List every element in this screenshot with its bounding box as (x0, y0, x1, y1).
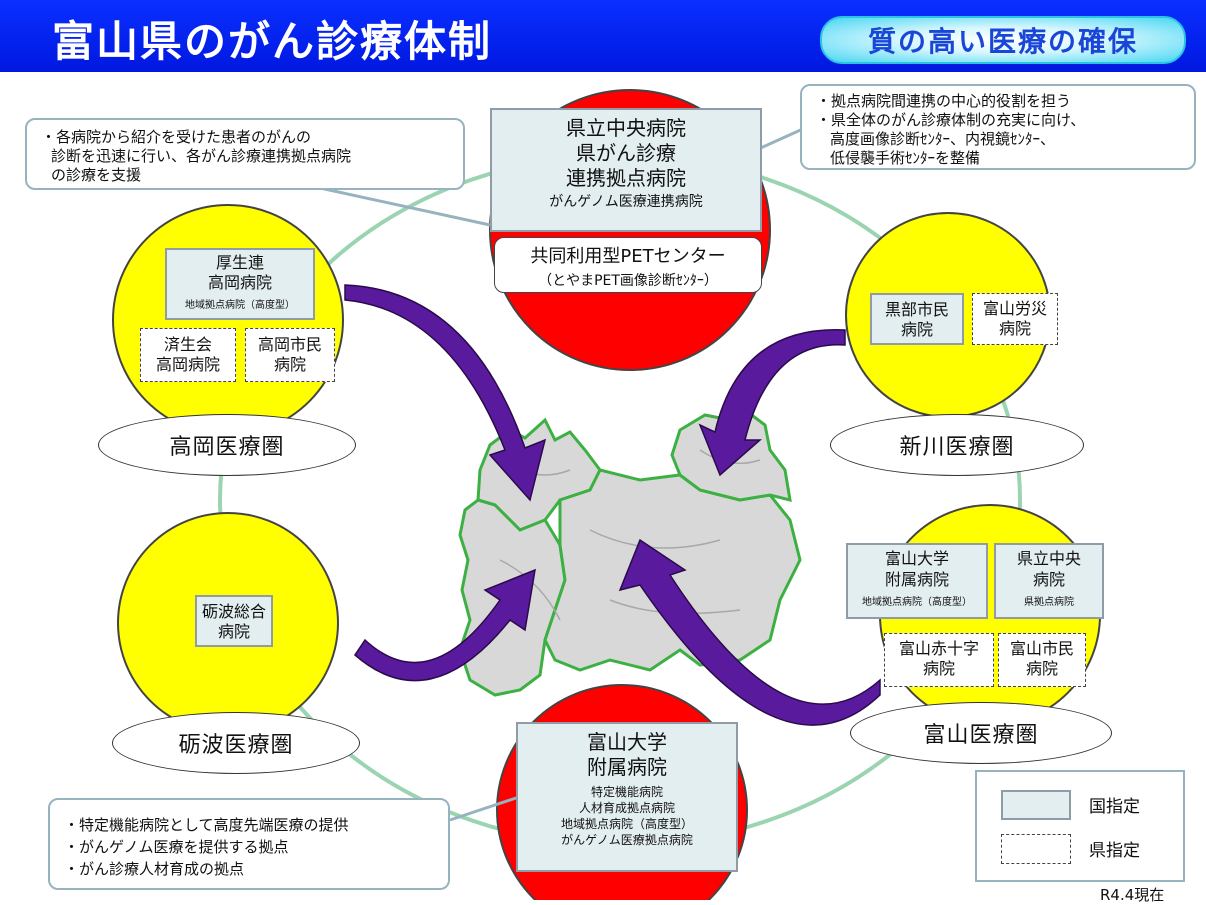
legend-national-label: 国指定 (1089, 797, 1140, 817)
pet-center-box: 共同利用型PETセンター （とやまPET画像診断ｾﾝﾀｰ） (494, 237, 762, 293)
hospital-line: 黒部市民 (884, 300, 949, 319)
callout-line: ・がん診療人材育成の拠点 (64, 860, 245, 878)
pet-center-sub: （とやまPET画像診断ｾﾝﾀｰ） (538, 273, 718, 289)
hospital-line: 病院 (922, 659, 955, 678)
hospital-line: 病院 (998, 319, 1031, 338)
takaoka-shimin-box: 高岡市民 病院 (245, 328, 335, 382)
callout-line: 診断を迅速に行い、各がん診療連携拠点病院 (51, 147, 352, 165)
hospital-line: 附属病院 (884, 570, 949, 589)
callout-univ-roles: ・特定機能病院として高度先端医療の提供 ・がんゲノム医療を提供する拠点 ・がん診… (48, 798, 450, 890)
hospital-designation: 地域拠点病院（高度型） (185, 300, 295, 311)
hospital-line: 病院 (273, 355, 306, 374)
hospital-line: 県立中央 (1016, 549, 1081, 568)
rousai-hospital-box: 富山労災 病院 (972, 293, 1058, 345)
date-footnote: R4.4現在 (1100, 886, 1165, 904)
tonami-area-label: 砺波医療圏 (112, 712, 360, 774)
callout-line: ・がんゲノム医療を提供する拠点 (64, 838, 289, 856)
hospital-line: 済生会 (163, 335, 212, 354)
prefectural-central-box: 県立中央 病院 県拠点病院 (994, 543, 1104, 619)
callout-line: ・特定機能病院として高度先端医療の提供 (64, 816, 349, 834)
hospital-line: 病院 (217, 622, 250, 641)
univ-hospital-name1: 富山大学 (587, 730, 667, 754)
univ-designation: 特定機能病院 (590, 785, 663, 799)
univ-designation: 地域拠点病院（高度型） (560, 817, 693, 831)
callout-line: 低侵襲手術ｾﾝﾀｰを整備 (830, 149, 981, 167)
center-hospital-name: 県立中央病院 (566, 116, 686, 140)
takaoka-area-label: 高岡医療圏 (98, 414, 356, 476)
hospital-line: 高岡病院 (155, 355, 220, 374)
takaoka-saiseikai-box: 済生会 高岡病院 (140, 328, 236, 382)
toyama-shimin-box: 富山市民 病院 (998, 633, 1086, 687)
hospital-line: 病院 (1025, 659, 1058, 678)
callout-line: ・各病院から紹介を受けた患者のがんの (41, 128, 312, 146)
hospital-line: 病院 (900, 320, 933, 339)
callout-line: ・県全体のがん診療体制の充実に向け、 (816, 111, 1086, 129)
center-hospital-role1: 県がん診療 (576, 141, 676, 165)
hospital-line: 高岡市民 (257, 335, 322, 354)
legend-national-swatch (1001, 790, 1071, 820)
univ-designation: がんゲノム医療拠点病院 (561, 833, 693, 847)
callout-line: 高度画像診断ｾﾝﾀｰ、内視鏡ｾﾝﾀｰ、 (830, 130, 1056, 148)
tonami-hospital-box: 砺波総合 病院 (195, 595, 273, 647)
hospital-designation: 県拠点病院 (1024, 597, 1074, 608)
univ-hospital-name2: 附属病院 (587, 755, 667, 779)
univ-hospital-box: 富山大学 附属病院 特定機能病院 人材育成拠点病院 地域拠点病院（高度型） がん… (516, 722, 738, 872)
shinkawa-area-label: 新川医療圏 (830, 414, 1084, 476)
center-hospital-genome: がんゲノム医療連携病院 (549, 194, 703, 210)
callout-diagnosis-support: ・各病院から紹介を受けた患者のがんの 診断を迅速に行い、各がん診療連携拠点病院 … (25, 118, 465, 190)
callout-line: ・拠点病院間連携の中心的役割を担う (816, 92, 1072, 110)
hospital-line: 病院 (1032, 570, 1065, 589)
legend: 国指定 県指定 (975, 770, 1185, 882)
hospital-designation: 地域拠点病院（高度型） (862, 597, 972, 608)
hospital-line: 富山大学 (884, 549, 949, 568)
center-hospital-box: 県立中央病院 県がん診療 連携拠点病院 がんゲノム医療連携病院 (490, 108, 762, 232)
toyama-area-label: 富山医療圏 (850, 702, 1112, 764)
legend-prefectural-swatch (1001, 834, 1071, 864)
quality-badge: 質の高い医療の確保 (820, 16, 1186, 64)
toyama-univ-box: 富山大学 附属病院 地域拠点病院（高度型） (846, 543, 988, 619)
hospital-line: 富山赤十字 (898, 639, 979, 658)
center-hospital-role2: 連携拠点病院 (566, 166, 686, 190)
quality-badge-label: 質の高い医療の確保 (867, 25, 1138, 58)
referral-arrows (344, 284, 881, 726)
hospital-line: 富山市民 (1009, 639, 1074, 658)
callout-line: の診療を支援 (51, 166, 142, 184)
univ-designation: 人材育成拠点病院 (578, 801, 675, 815)
hospital-line: 砺波総合 (201, 602, 266, 621)
hospital-line: 厚生連 (215, 253, 264, 272)
takaoka-circle (112, 204, 344, 436)
callout-central-role: ・拠点病院間連携の中心的役割を担う ・県全体のがん診療体制の充実に向け、 高度画… (800, 84, 1196, 170)
hospital-line: 高岡病院 (207, 273, 272, 292)
pet-center-name: 共同利用型PETセンター (530, 246, 726, 267)
takaoka-kouseiren-box: 厚生連 高岡病院 地域拠点病院（高度型） (165, 248, 315, 320)
legend-prefectural-label: 県指定 (1089, 841, 1140, 861)
kurobe-hospital-box: 黒部市民 病院 (870, 293, 964, 345)
page-title: 富山県のがん診療体制 (52, 17, 493, 66)
red-cross-hospital-box: 富山赤十字 病院 (884, 633, 994, 687)
hospital-line: 富山労災 (982, 299, 1047, 318)
